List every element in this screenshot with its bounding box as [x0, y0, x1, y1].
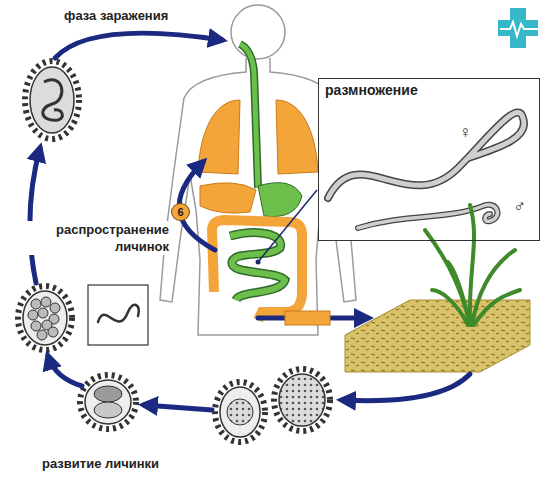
reproduction-box: размножение ♀ ♂: [318, 78, 540, 241]
worms-panel: [318, 78, 535, 241]
callout-number: 6: [177, 206, 183, 219]
excretion-bar: [285, 311, 330, 325]
phase-label: развитие личинки: [40, 455, 161, 472]
egg-cleaving: [31, 321, 41, 331]
soil-and-grass: [425, 205, 520, 325]
leader-line: [258, 190, 317, 262]
egg-two-cells: [94, 386, 122, 402]
organs: [240, 44, 258, 188]
leader-line: [256, 260, 261, 265]
organs: [258, 183, 302, 217]
phase-label: распространение личинок: [15, 221, 171, 255]
stage-number-circle: 6: [171, 203, 190, 221]
organs: [212, 220, 302, 320]
sex-symbol: ♀: [459, 123, 472, 143]
organs: [198, 44, 318, 320]
organs: [276, 100, 318, 174]
organs: [240, 44, 258, 188]
egg-single-cell: [215, 382, 265, 442]
larva-picture: [88, 285, 148, 345]
egg-cleaving: [50, 303, 60, 313]
egg-cleaving: [38, 308, 48, 318]
leader-line: [256, 190, 318, 265]
worms-panel: [328, 113, 524, 198]
egg-cleaving: [23, 291, 67, 345]
cycle-arrows: [30, 148, 40, 283]
cycle-arrows: [55, 33, 222, 58]
medical-logo: [500, 22, 538, 36]
egg-fresh: [274, 369, 330, 431]
soil-and-grass: [345, 300, 530, 372]
egg-single-cell: [220, 387, 260, 437]
larva-picture: [88, 285, 148, 345]
egg-cleaving: [28, 310, 38, 320]
egg-cleaving: [18, 286, 72, 350]
cycle-arrows: [258, 316, 285, 321]
box-heading: размножение: [325, 82, 539, 98]
egg-single-cell: [227, 399, 253, 425]
egg-infective: [43, 80, 63, 120]
cycle-arrows: [48, 356, 82, 386]
cycle-arrows: [342, 374, 470, 401]
egg-two-cells: [80, 375, 136, 429]
egg-infective: [25, 61, 79, 139]
egg-single-cell: [215, 382, 265, 442]
organs: [200, 183, 256, 213]
medical-logo: [498, 8, 538, 48]
cycle-arrows: [330, 316, 368, 321]
larva-picture: [98, 305, 139, 322]
egg-infective: [30, 67, 74, 133]
worms-panel: [328, 113, 524, 228]
egg-cleaving: [18, 286, 72, 350]
egg-fresh: [274, 369, 330, 431]
medical-logo: [498, 8, 538, 48]
phase-label: фаза заражения: [62, 7, 170, 24]
egg-two-cells: [85, 380, 131, 424]
worms-panel: [318, 78, 535, 241]
sex-symbol: ♂: [513, 197, 526, 217]
egg-fresh: [279, 374, 325, 426]
egg-cleaving: [31, 299, 41, 309]
cycle-arrows: [144, 405, 212, 410]
egg-infective: [25, 61, 79, 139]
soil-and-grass: [345, 205, 530, 372]
egg-cleaving: [48, 327, 58, 337]
egg-two-cells: [80, 375, 136, 429]
worms-panel: [358, 205, 497, 228]
organs: [230, 233, 285, 300]
worms-panel: [328, 113, 524, 198]
egg-two-cells: [94, 402, 122, 418]
egg-cleaving: [41, 297, 51, 307]
worms-panel: [358, 205, 497, 228]
egg-cleaving: [37, 330, 47, 340]
human-silhouette: [231, 5, 285, 59]
organs: [230, 233, 285, 300]
